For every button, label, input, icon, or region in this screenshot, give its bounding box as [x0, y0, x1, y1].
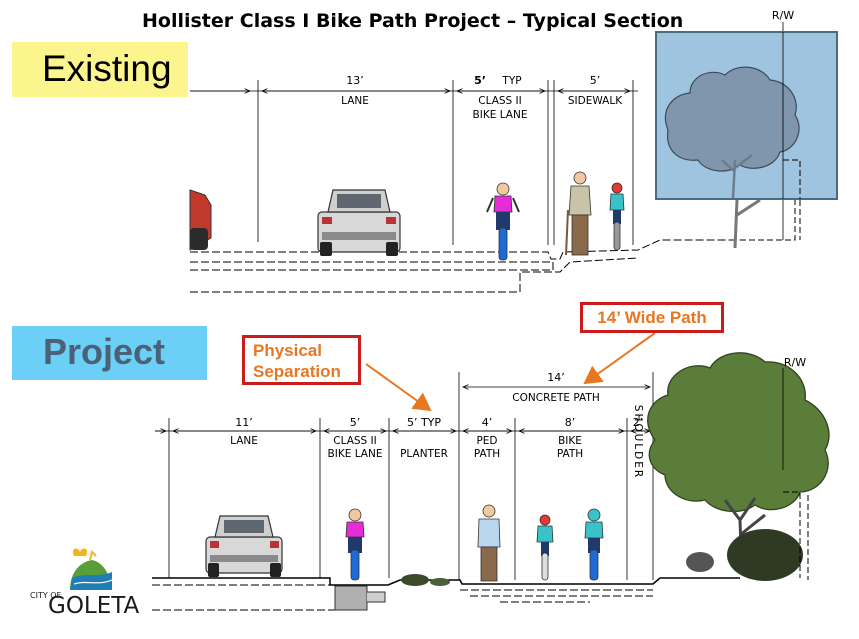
- project-tag-label: Project: [43, 331, 166, 372]
- existing-bike-typ: TYP: [501, 75, 521, 87]
- existing-sidewalk-width: 5’: [590, 74, 601, 87]
- project-bike-label-1: CLASS II: [333, 435, 376, 447]
- existing-lane-label: LANE: [341, 95, 369, 107]
- project-ped-label-1: PED: [476, 435, 497, 447]
- project-lane-label: LANE: [230, 435, 258, 447]
- existing-red-car-icon: [189, 189, 212, 251]
- existing-bike-label-2: BIKE LANE: [473, 109, 528, 121]
- project-ped-width: 4’: [482, 416, 493, 429]
- project-bikepath-label-1: BIKE: [558, 435, 582, 447]
- project-bike-label-2: BIKE LANE: [328, 448, 383, 460]
- existing-pickup-truck-icon: [317, 189, 401, 256]
- project-section: 14’ CONCRETE PATH 11’ LANE 5’ CLASS II B…: [152, 332, 830, 611]
- project-planter-label: PLANTER: [400, 448, 448, 460]
- project-path-label: CONCRETE PATH: [512, 392, 599, 404]
- project-bike-width: 5’: [350, 416, 361, 429]
- existing-sidewalk-label: SIDEWALK: [568, 95, 623, 107]
- project-lane-cyclist-icon: [345, 508, 365, 581]
- existing-cyclist-icon: [486, 182, 520, 261]
- existing-tag-label: Existing: [42, 48, 172, 89]
- path-callout: 14’ Wide Path: [580, 302, 724, 333]
- project-ped-label-2: PATH: [474, 448, 500, 460]
- project-curb-barrier: [334, 585, 368, 611]
- project-pickup-truck-icon: [205, 515, 283, 577]
- existing-child-cyclist-icon: [609, 182, 625, 251]
- project-planter-shrub-icon: [401, 574, 450, 586]
- slide-title: Hollister Class I Bike Path Project – Ty…: [142, 10, 684, 32]
- existing-subgrade: [190, 261, 554, 271]
- existing-lane-width: 13’: [346, 74, 364, 87]
- project-tree-icon: [647, 352, 830, 581]
- goleta-logo-icon: [70, 548, 113, 590]
- project-tag: Project: [12, 326, 207, 380]
- path-callout-arrow: [583, 332, 656, 385]
- existing-road-surface: [190, 239, 740, 260]
- separation-callout-arrow: [365, 363, 432, 412]
- project-shoulder-label: SHOULDER: [632, 405, 644, 479]
- logo-city-of: CITY OF: [30, 591, 62, 600]
- existing-base-course: [190, 257, 639, 293]
- project-bikepath-label-2: PATH: [557, 448, 583, 460]
- existing-section: 13’ LANE 5’ TYP CLASS II BIKE LANE 5’ SI…: [189, 9, 838, 293]
- existing-row-label: R/W: [772, 9, 794, 22]
- existing-tree-canopy-icon: [664, 66, 800, 199]
- existing-bike-width: 5’: [474, 74, 486, 87]
- project-path-width: 14’: [547, 371, 565, 384]
- logo-name: GOLETA: [48, 593, 140, 619]
- project-shoulder-width: 2’: [633, 416, 644, 429]
- project-planter-width: 5’ TYP: [407, 416, 441, 429]
- project-path-cyclist-1-icon: [536, 514, 554, 581]
- existing-pedestrian-icon: [565, 171, 592, 256]
- existing-bike-label-1: CLASS II: [478, 95, 521, 107]
- project-road-surface: [152, 577, 740, 586]
- separation-callout: Physical Separation: [242, 335, 361, 385]
- project-path-cyclist-2-icon: [584, 508, 604, 581]
- project-bikepath-width: 8’: [565, 416, 576, 429]
- project-pedestrian-icon: [477, 504, 501, 582]
- project-lane-width: 11’: [235, 416, 253, 429]
- existing-tag: Existing: [12, 42, 188, 97]
- project-row-label: R/W: [784, 356, 806, 369]
